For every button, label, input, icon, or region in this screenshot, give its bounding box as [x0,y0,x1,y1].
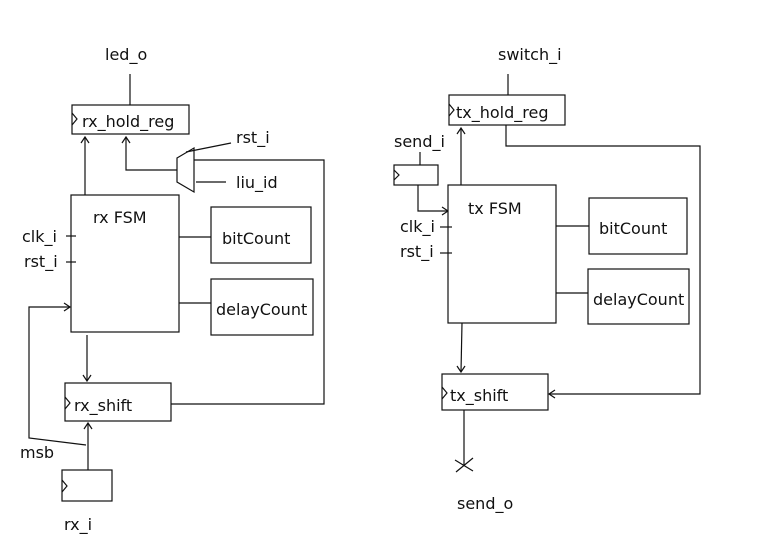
clock-marker-icon [64,396,71,410]
mux-to-hold-wire [125,137,177,171]
tx-path: switch_i tx_hold_reg send_i tx FSM clk_i… [393,45,701,514]
clock-marker-icon [71,112,78,126]
arrow-icon [121,135,131,144]
arrow-icon [80,135,90,144]
rst-i-label: rst_i [400,242,434,262]
rx-delaycount-label: delayCount [216,300,307,319]
tx-hold-reg-label: tx_hold_reg [456,103,549,123]
rx-delaycount-box [210,278,314,336]
send-i-reg-box [393,164,439,186]
arrow-icon [456,365,466,374]
clock-marker-icon [448,103,455,117]
tx-hold-reg-box [448,94,566,126]
clock-marker-icon [393,169,400,181]
rx-path: led_o rx_hold_reg rst_i liu_id rx FSM cl… [20,45,325,535]
rx-i-label: rx_i [64,515,92,535]
shift-to-mux-wire [171,159,325,405]
fsm-to-shift-wire [460,322,463,373]
liu-id-label: liu_id [236,173,278,193]
rx-hold-reg-box [71,104,190,135]
clk-i-label: clk_i [22,227,57,247]
rst-i-wire [185,142,232,153]
msb-feedback-wire [28,306,87,446]
arrow-icon [83,421,93,430]
rst-i-label: rst_i [236,128,270,148]
rx-bitcount-box [210,206,312,264]
arrow-icon [82,374,92,383]
fsm-rst-i-label: rst_i [24,252,58,272]
tx-bitcount-label: bitCount [599,219,667,238]
tx-shift-box [441,373,549,411]
arrow-icon [456,126,466,135]
arrow-icon [547,389,556,399]
hold-to-shift-wire [505,125,701,395]
clock-marker-icon [441,386,448,400]
clk-i-label: clk_i [400,217,435,237]
tx-fsm-box [447,184,557,324]
mux-icon [176,146,195,194]
rx-hold-reg-label: rx_hold_reg [82,112,174,132]
send-reg-to-fsm-wire [417,185,448,212]
rx-i-reg-box [61,469,113,502]
tx-fsm-label: tx FSM [468,199,522,218]
send-i-label: send_i [394,132,445,152]
rx-shift-box [64,382,172,422]
arrow-icon [63,302,72,312]
rx-fsm-label: rx FSM [93,208,147,227]
led-o-label: led_o [105,45,147,65]
tx-delaycount-box [587,268,690,325]
switch-i-label: switch_i [498,45,562,65]
rx-shift-label: rx_shift [74,396,132,416]
msb-label: msb [20,443,54,462]
cross-icon [455,457,474,473]
send-o-label: send_o [457,494,513,514]
rx-bitcount-label: bitCount [222,229,290,248]
clock-marker-icon [61,479,68,493]
tx-shift-label: tx_shift [450,386,508,406]
tx-bitcount-box [588,197,688,255]
tx-delaycount-label: delayCount [593,290,684,309]
rx-fsm-box [70,194,180,333]
